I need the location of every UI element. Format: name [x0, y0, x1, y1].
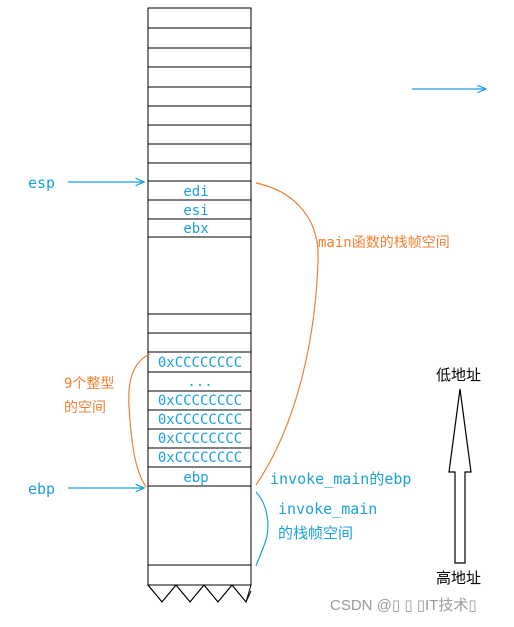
low-address-label: 低地址: [436, 366, 481, 384]
invoke-main-frame-label-1: invoke_main: [278, 500, 377, 518]
watermark: CSDN @▯ ▯ ▯IT技术▯: [330, 597, 477, 614]
cell-saved-ebp: ebp: [183, 470, 208, 486]
cell-fill: 0xCCCCCCCC: [158, 393, 242, 409]
cell-fill: 0xCCCCCCCC: [158, 431, 242, 447]
esp-label: esp: [28, 174, 55, 192]
cell-edi: edi: [183, 184, 208, 200]
nine-ints-label-1: 9个整型: [64, 376, 114, 392]
main-frame-brace: [255, 182, 319, 486]
cell-fill: 0xCCCCCCCC: [158, 355, 242, 371]
cell-fill: 0xCCCCCCCC: [158, 450, 242, 466]
high-address-label: 高地址: [436, 569, 481, 587]
stack-jagged-edge: [146, 584, 252, 604]
nine-ints-label-2: 的空间: [64, 400, 106, 416]
ebp-label: ebp: [28, 480, 55, 498]
nine-ints-brace: [128, 353, 151, 488]
invoke-main-frame-label-2: 的栈帧空间: [278, 524, 353, 542]
invoke-main-frame-brace: [255, 491, 269, 567]
invoke-main-ebp-label: invoke_main的ebp: [270, 470, 411, 488]
cell-fill: 0xCCCCCCCC: [158, 412, 242, 428]
cell-ellipsis: ...: [187, 374, 212, 390]
stack-cell-texts: edi esi ebx 0xCCCCCCCC ... 0xCCCCCCCC 0x…: [158, 184, 242, 486]
cell-ebx: ebx: [183, 221, 208, 237]
stack-column: [146, 7, 252, 604]
cell-esi: esi: [183, 203, 208, 219]
main-frame-label: main函数的栈帧空间: [318, 235, 450, 251]
address-up-arrow: [448, 388, 472, 564]
